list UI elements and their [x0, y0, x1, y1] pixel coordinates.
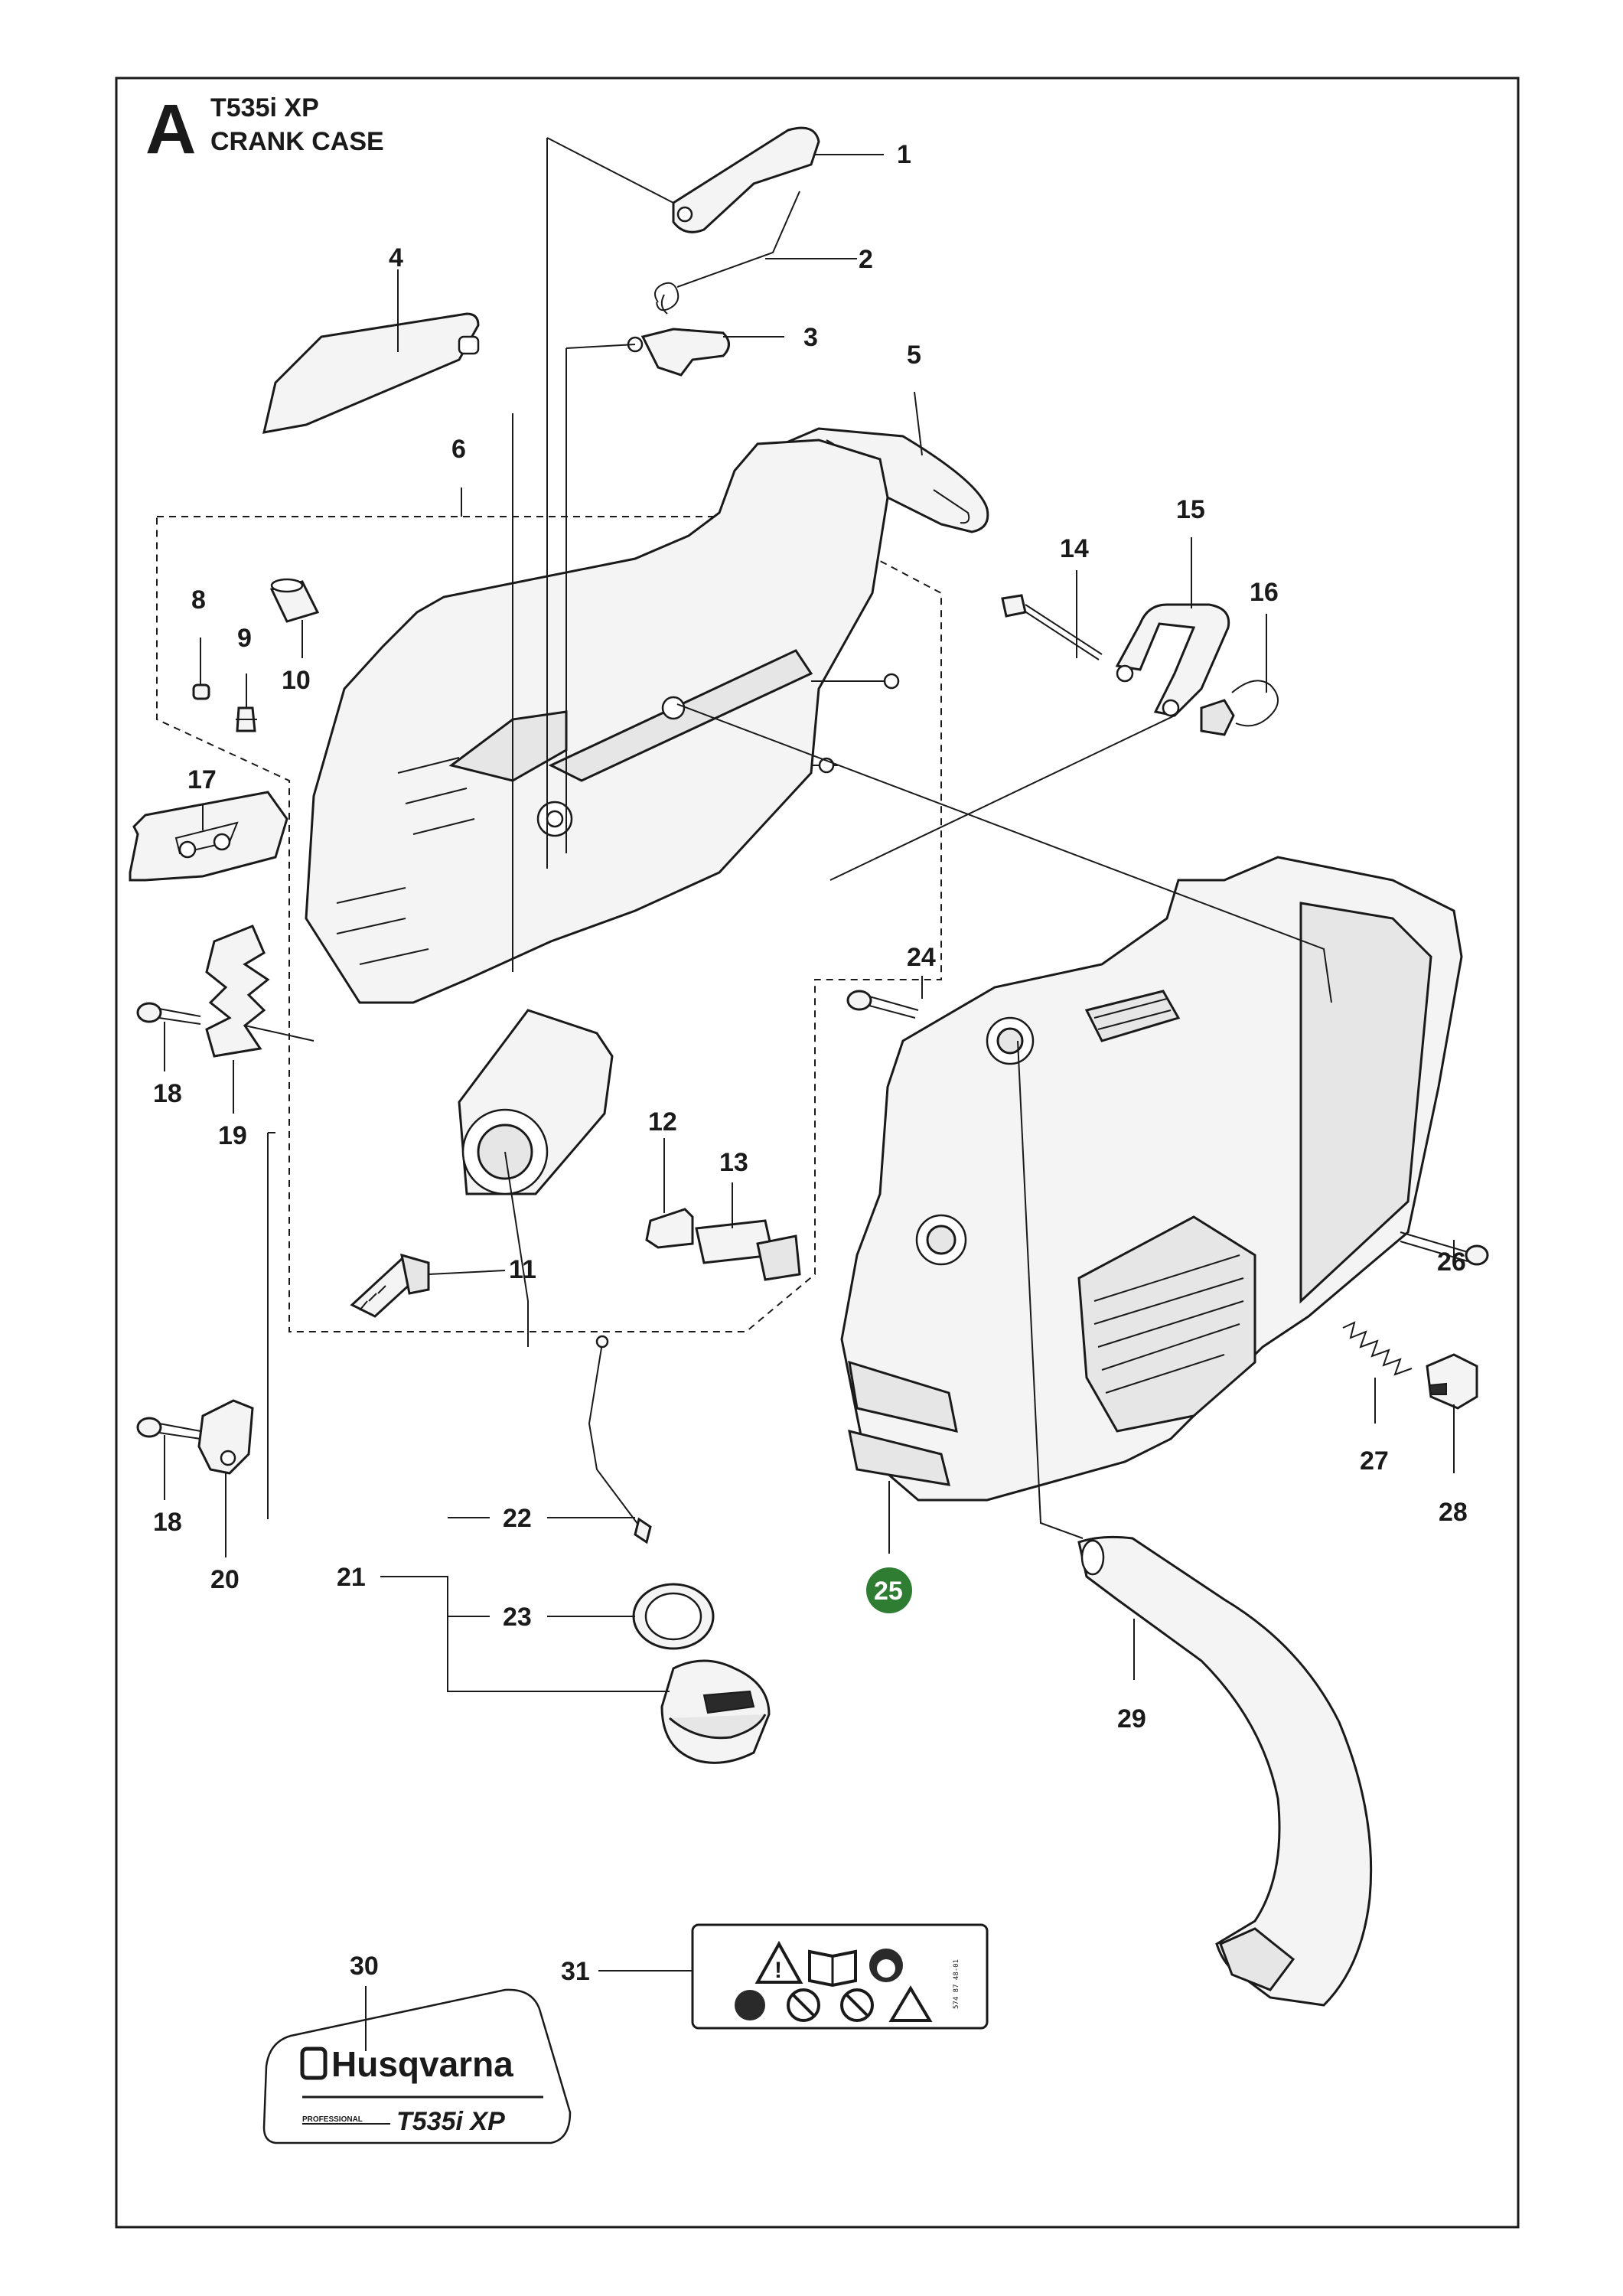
callout-5: 5: [907, 341, 921, 370]
fuel-line: [588, 1335, 652, 1544]
callout-23: 23: [503, 1603, 532, 1632]
gloves-icon: [735, 1990, 765, 2020]
callout-29: 29: [1117, 1704, 1146, 1733]
o-ring: [632, 1583, 715, 1650]
model-title: T535i XP: [210, 93, 319, 122]
clamp-ring: [1200, 680, 1279, 736]
callout-9: 9: [237, 624, 252, 653]
callout-20: 20: [210, 1565, 240, 1594]
callout-31: 31: [561, 1957, 590, 1986]
throttle-trigger: [672, 126, 820, 233]
callout-11: 11: [509, 1255, 536, 1284]
callout-18a: 18: [153, 1079, 182, 1108]
fuel-cap: [660, 1659, 771, 1764]
label-part-code: 574 87 48-01: [953, 1959, 960, 2009]
callout-25: 25: [874, 1577, 903, 1606]
screw-upper: [136, 1002, 201, 1025]
kickback-warning-icon: [888, 1985, 933, 2022]
throttle-lockout: [627, 328, 730, 377]
cover-bracket: [197, 1399, 254, 1475]
leader-lines: [164, 137, 1455, 2051]
brand-decal: Husqvarna PROFESSIONAL T535i XP: [262, 1988, 572, 2144]
adjusting-screw: [350, 1253, 430, 1318]
warning-label: ! 574 87 48-01: [691, 1923, 989, 2030]
callout-21: 21: [337, 1563, 366, 1592]
crankcase-assembly-outline: [156, 516, 942, 1332]
decal-tier: PROFESSIONAL: [302, 2115, 363, 2124]
callout-15: 15: [1176, 495, 1205, 524]
no-one-hand-icon: [787, 1988, 820, 2022]
callouts: 1 2 3 4 5 6 8 9 10 11 12 13 14 15 16 17 …: [153, 140, 1468, 1986]
page-frame: [115, 77, 1520, 2229]
callout-3: 3: [803, 323, 818, 352]
callout-2: 2: [859, 245, 873, 274]
decal-model: T535i XP: [396, 2107, 505, 2136]
front-handle: [1077, 1535, 1373, 2007]
no-tip-contact-icon: [840, 1988, 874, 2022]
trigger-spring: [654, 191, 800, 315]
callout-13: 13: [719, 1148, 748, 1177]
callout-18b: 18: [153, 1508, 182, 1537]
sleeve: [269, 578, 320, 623]
callout-14: 14: [1060, 534, 1089, 563]
callout-8: 8: [191, 585, 206, 615]
filter-tube: [695, 1219, 801, 1281]
callout-24: 24: [907, 943, 936, 972]
callout-6: 6: [451, 435, 466, 464]
svg-text:!: !: [774, 1958, 782, 1983]
callout-26: 26: [1437, 1247, 1466, 1277]
callout-30: 30: [350, 1952, 379, 1981]
plug: [192, 683, 210, 700]
section-title: CRANK CASE: [210, 127, 384, 156]
screw-lower: [136, 1417, 201, 1440]
strap-bracket: [1115, 603, 1230, 717]
cover-bolt: [846, 990, 919, 1019]
spike-bolt: [1001, 594, 1103, 660]
retaining-clip: [645, 1208, 694, 1249]
callout-17: 17: [187, 765, 217, 794]
header: A T535i XP CRANK CASE: [145, 90, 384, 168]
callout-1: 1: [897, 140, 911, 169]
bumper-spike: [205, 925, 270, 1058]
callout-12: 12: [648, 1107, 677, 1137]
intake-tube: [458, 1009, 614, 1195]
callout-16: 16: [1250, 578, 1279, 607]
guide-plate: [129, 791, 288, 882]
crankcase-body: [305, 439, 900, 1004]
callout-19: 19: [218, 1121, 247, 1150]
decal-brand: Husqvarna: [331, 2044, 513, 2084]
decal-logo: [300, 2047, 328, 2080]
nipple: [236, 706, 257, 732]
callout-4: 4: [389, 243, 403, 272]
starter-housing: [840, 856, 1463, 1502]
chain-catcher: [1426, 1353, 1478, 1410]
callout-28: 28: [1439, 1498, 1468, 1527]
callout-27: 27: [1360, 1446, 1389, 1476]
section-letter: A: [145, 90, 196, 168]
warning-triangle-icon: [754, 1940, 803, 1984]
callout-10: 10: [282, 666, 311, 695]
cover-plate: [262, 312, 480, 434]
compression-spring: [1342, 1321, 1413, 1376]
callout-22: 22: [503, 1504, 532, 1533]
housing-bolt: [1400, 1231, 1489, 1266]
callout-25-badge: [866, 1567, 912, 1613]
